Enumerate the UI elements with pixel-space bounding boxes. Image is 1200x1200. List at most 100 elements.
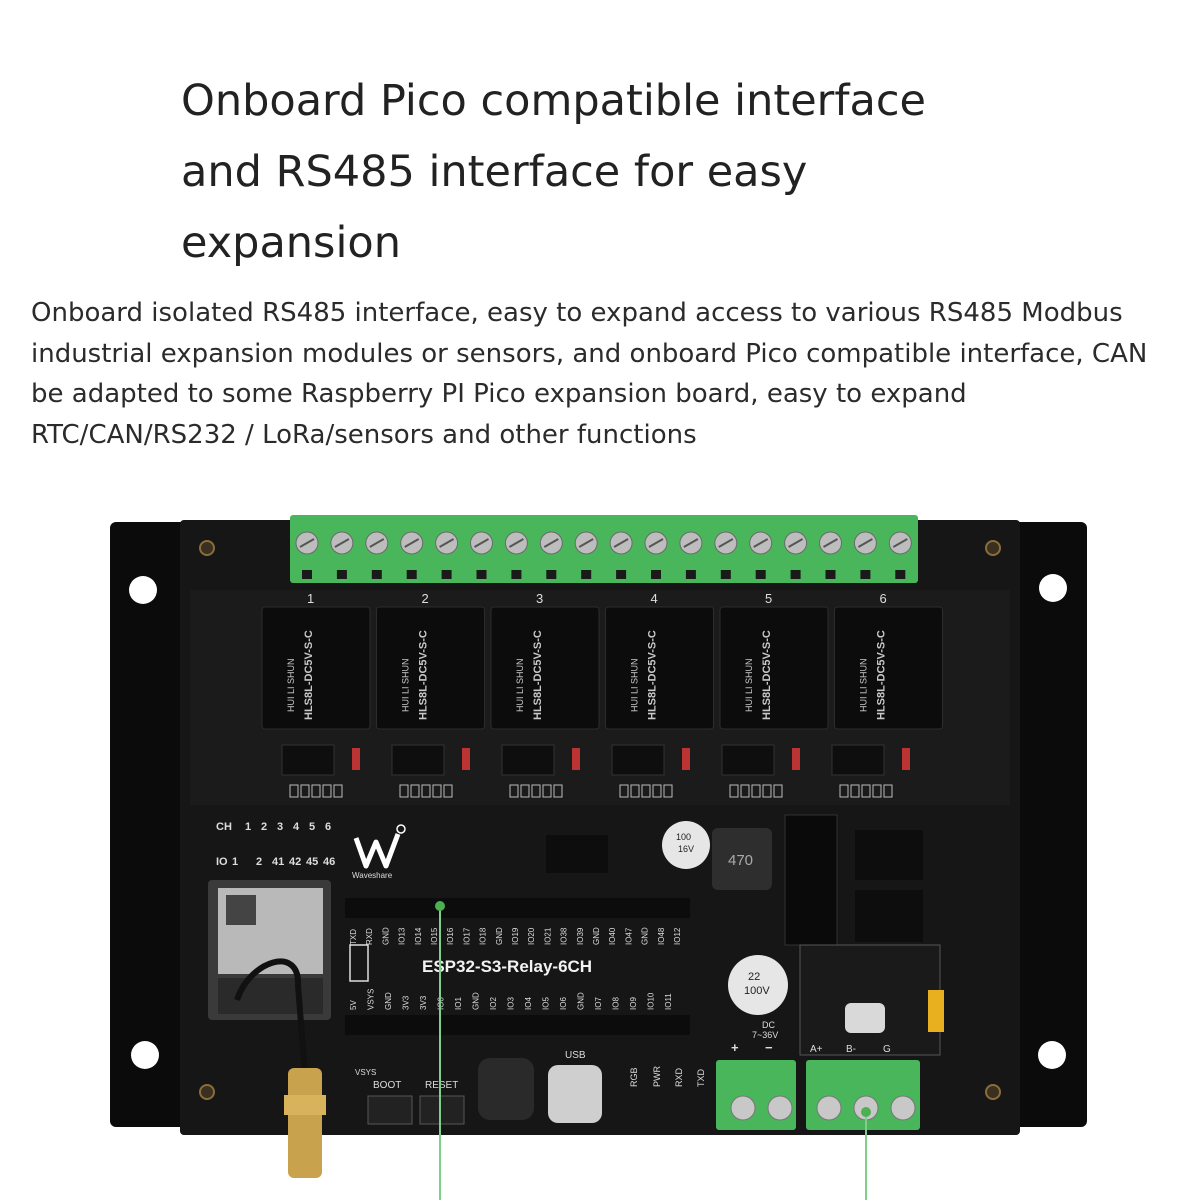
pico-pin-label: IO21 [543,927,552,945]
description-line: industrial expansion modules or sensors,… [31,338,1148,369]
screw-slot [578,538,594,548]
pico-pin-label: IO48 [657,927,666,945]
relay [719,606,829,730]
board-screw [199,540,215,556]
terminal-slot [581,570,592,579]
pico-pin-label: IO39 [576,927,585,945]
dc-label: DC [762,1020,775,1030]
screw-slot [753,538,769,548]
screw-slot [857,538,873,548]
board-photo: 1 HLS8L-DC5V-S-C HUI LI SHUN 2 HLS8L-DC5V-S-… [110,515,1087,1200]
smd-part [421,784,431,798]
smd-part [883,784,893,798]
relay [376,606,485,730]
esp32-qr [226,895,256,925]
ch-value: 4 [293,821,300,833]
power-minus-label: − [765,1040,773,1055]
pico-pin-label: IO6 [559,997,568,1010]
status-led [792,748,800,770]
terminal-slot [860,570,871,579]
screw-slot [683,538,699,548]
optocoupler [831,744,885,776]
esp32-antenna-area [218,978,323,1014]
terminal-slot [441,570,452,579]
ch-value: 2 [261,821,267,833]
ch-value: 1 [245,821,251,833]
pico-pin-label: IO14 [414,927,423,945]
cap-small-value: 100 [676,832,691,842]
pico-callout-dot [435,901,445,911]
large-capacitor [728,955,788,1015]
smd-part [773,784,783,798]
reset-label: RESET [425,1080,458,1091]
screw-slot [299,538,315,548]
pico-pin-label: IO47 [624,927,633,945]
relay-brand: HUI LI SHUN [515,658,525,712]
io-value: 1 [232,856,238,868]
status-led [682,748,690,770]
io-value: 45 [306,856,318,868]
io-value: 2 [256,856,262,868]
smd-part [850,784,860,798]
smd-part [641,784,651,798]
waveshare-logo-icon [353,824,406,869]
boot-label: BOOT [373,1080,401,1091]
relay-driver-row [281,744,910,798]
usb-c-port[interactable] [548,1065,602,1123]
cap-large-value: 22 [748,971,760,983]
terminal-slot [546,570,557,579]
screw-slot [788,538,804,548]
pico-pin-label: RXD [365,928,374,945]
terminal-slot [685,570,696,579]
pico-pin-label: GND [472,992,481,1010]
terminal-slot [302,570,312,579]
rs485-terminal-block [806,1060,920,1130]
terminal-slot [476,570,487,579]
sma-nut [284,1095,326,1115]
pico-pin-label: IO9 [629,997,638,1010]
relay-number: 6 [880,591,887,606]
ch-value: 5 [309,821,315,833]
enclosure-right-rail [1005,522,1087,1127]
pico-pin-label: IO16 [446,927,455,945]
ic-chip [855,830,923,880]
smd-part [432,784,442,798]
vsys-label: VSYS [355,1068,376,1077]
mount-hole [1039,574,1067,602]
pico-pin-label: IO7 [594,997,603,1010]
pico-pin-label: GND [577,992,586,1010]
screw-slot [439,538,455,548]
smd-part [553,784,563,798]
status-led [462,748,470,770]
smd-part [520,784,530,798]
pico-pin-label: GND [381,927,390,945]
screw-slot [508,538,524,548]
smd-part [333,784,343,798]
mount-hole [129,576,157,604]
screw-slot [334,538,350,548]
io-value: 41 [272,856,284,868]
enclosure-left-rail [110,522,190,1127]
relay [834,606,943,730]
pico-pin-label: GND [641,927,650,945]
pico-pin-label: IO4 [524,997,533,1010]
relay-model: HLS8L-DC5V-S-C [876,630,888,720]
status-led [902,748,910,770]
pico-pin-label: 5V [349,1000,358,1010]
pico-pin-label: IO17 [462,927,471,945]
relay-model: HLS8L-DC5V-S-C [532,630,544,720]
small-capacitor [662,821,710,869]
terminal-slot [511,570,522,579]
reset-button[interactable] [419,1095,465,1125]
description-line: RTC/CAN/RS232 / LoRa/sensors and other f… [31,419,697,450]
usb-silk-label [349,944,369,982]
boot-button[interactable] [367,1095,413,1125]
status-led [352,748,360,770]
smd-part [399,784,409,798]
txd-label: TXD [696,1068,706,1087]
pico-pin-label: IO3 [507,997,516,1010]
terminal-slot [651,570,661,579]
smd-part [509,784,519,798]
terminal-slot [790,570,801,579]
